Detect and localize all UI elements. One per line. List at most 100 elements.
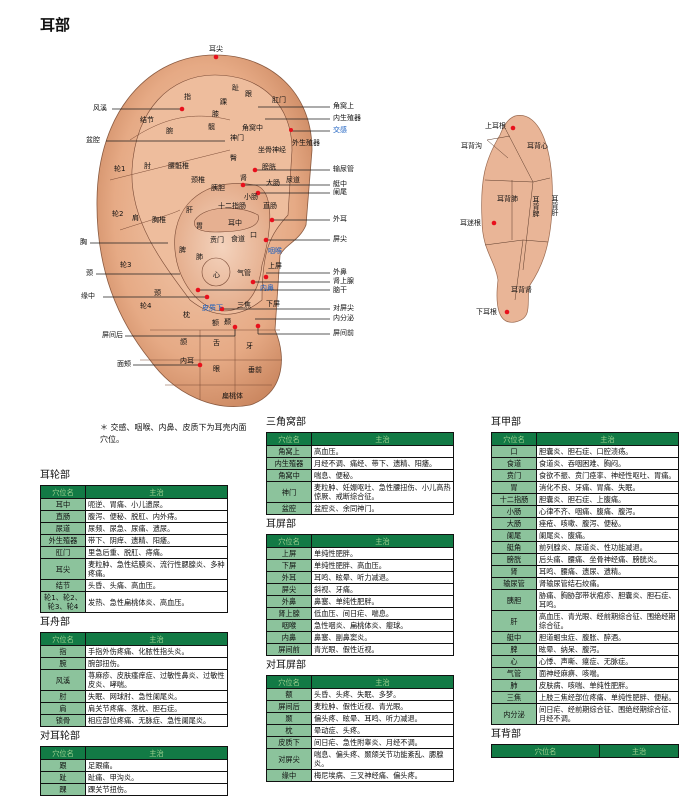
acupoint-name-cell: 腕	[40, 657, 86, 670]
column-right: 耳甲部穴位名主治口胆囊炎、胆石症、口腔溃疡。食道食道炎、吞咽困难、胸闷。贲门食欲…	[490, 413, 679, 758]
indication-cell: 间日疟、经前期综合征、围绝经期综合征、月经不调。	[536, 703, 679, 725]
acupoint-name-cell: 咽喉	[266, 619, 312, 632]
ear-region-label: 坐骨神经	[258, 146, 286, 154]
table-row: 膀胱后头痛、腰痛、坐骨神经痛、膀胱炎。	[491, 553, 679, 566]
table-row: 咽喉急性咽炎、扁桃体炎、瘿球。	[266, 619, 454, 632]
table-row: 结节头昏、头痛、高血压。	[40, 579, 228, 592]
indication-cell: 麦粒肿、假性近视、青光眼。	[311, 700, 454, 713]
ear-region-label: 气管	[237, 269, 251, 277]
callout-label: 肾上腺	[333, 277, 354, 285]
indication-cell: 痤疮、咳嗽、腹泻、便秘。	[536, 517, 679, 530]
table-header: 穴位名主治	[266, 534, 454, 548]
acupoint-name-cell: 对屏尖	[266, 748, 312, 770]
ear-region-label: 髋	[208, 123, 215, 131]
indication-cell: 前列腺炎、尿道炎、性功能减退。	[536, 541, 679, 554]
acupoint-name-cell: 轮1、轮2、轮3、轮4	[40, 591, 86, 613]
callout-label: 外鼻	[333, 268, 347, 276]
indication-cell: 相应部位疼痛、无脉症、急性阑尾炎。	[85, 714, 228, 727]
indication-cell: 鼻塞、单纯性肥胖。	[311, 595, 454, 608]
indication-cell: 腕部扭伤。	[85, 657, 228, 670]
callout-label: 盆腔	[86, 136, 100, 144]
indication-cell: 喘息、偏头疼、颞颌关节功能紊乱、腮腺炎。	[311, 748, 454, 770]
indication-cell: 耳鸣、眩晕、听力减退。	[311, 571, 454, 584]
acupoint-name-cell: 肩	[40, 702, 86, 715]
back-ear-label: 耳背肾	[511, 286, 532, 294]
acupoint-name-cell: 内分泌	[491, 703, 537, 725]
table-row: 对屏尖喘息、偏头疼、颞颌关节功能紊乱、腮腺炎。	[266, 748, 454, 770]
acupoint-name-cell: 输尿管	[491, 577, 537, 590]
table-row: 额头昏、头疼、失眠、多梦。	[266, 688, 454, 701]
acupoint-name-cell: 外生殖器	[40, 534, 86, 547]
ear-region-label: 牙	[246, 342, 253, 350]
table-row: 肘失眠、网球肘、急性阑尾炎。	[40, 690, 228, 703]
column-middle: 三角窝部穴位名主治角窝上高血压。内生殖器月经不调、痛经、带下、遗精、阳痿。角窝中…	[266, 413, 454, 782]
table-header: 穴位名主治	[40, 632, 228, 646]
indication-cell: 头昏、头痛、高血压。	[85, 579, 228, 592]
table-row: 输尿管肾输尿管结石绞痛。	[491, 577, 679, 590]
indication-cell: 后头痛、腰痛、坐骨神经痛、膀胱炎。	[536, 553, 679, 566]
indication-cell: 单纯性肥胖、高血压。	[311, 559, 454, 572]
table-row: 艇中胆道蛔虫症、腹胀、醉酒。	[491, 631, 679, 644]
ear-region-label: 颌	[180, 338, 187, 346]
acupoint-name-cell: 胰胆	[491, 589, 537, 611]
ear-region-label: 肺	[196, 253, 203, 261]
acupoint-name-cell: 三焦	[491, 691, 537, 704]
callout-label: 艇中	[333, 180, 347, 188]
callout-label: 屏间前	[333, 329, 354, 337]
ear-region-label: 肩	[132, 214, 139, 222]
ear-region-label: 外生殖器	[292, 139, 320, 147]
table-row: 脾眩晕、纳呆、腹泻。	[491, 643, 679, 656]
acupoint-name-cell: 屏间前	[266, 643, 312, 656]
column-left: 耳轮部穴位名主治耳中呃逆、胃痛、小儿遗尿。直肠腹泻、便秘、脱肛、内外痔。尿道尿频…	[40, 466, 228, 796]
acupoint-name-cell: 角窝上	[266, 445, 312, 458]
table-row: 阑尾阑尾炎、腹痛。	[491, 529, 679, 542]
indication-cell: 胆道蛔虫症、腹胀、醉酒。	[536, 631, 679, 644]
table-row: 枕晕动症、头疼。	[266, 724, 454, 737]
table-row: 肺皮肤病、咳喘、单纯性肥胖。	[491, 679, 679, 692]
indication-cell: 胆囊炎、胆石症、口腔溃疡。	[536, 445, 679, 458]
acupoint-name-cell: 角窝中	[266, 469, 312, 482]
acupoint-name-cell: 结节	[40, 579, 86, 592]
table-row: 锁骨相应部位疼痛、无脉症、急性阑尾炎。	[40, 714, 228, 727]
indication-cell: 耳鸣、腰痛、遗尿、遗精。	[536, 565, 679, 578]
column-header-indication: 主治	[599, 744, 679, 758]
indication-cell: 消化不良、牙痛、胃痛、失眠。	[536, 481, 679, 494]
footnote: ＊ 交感、咽喉、内鼻、皮质下为耳壳内面穴位。	[100, 423, 247, 444]
table-row: 心心悸、声嘶、癔症、无脉症。	[491, 655, 679, 668]
acupoint-name-cell: 贲门	[491, 469, 537, 482]
table-row: 耳中呃逆、胃痛、小儿遗尿。	[40, 498, 228, 511]
indication-cell: 青光眼、假性近视。	[311, 643, 454, 656]
ear-region-label: 咽喉	[268, 247, 282, 255]
table-row: 直肠腹泻、便秘、脱肛、内外痔。	[40, 510, 228, 523]
back-ear-diagram: 上耳根 耳背沟 耳背心 耳背肺 耳背脾 耳背肝 耳迷根 耳背肾 下耳根	[440, 100, 590, 330]
acupoint-table: 穴位名主治角窝上高血压。内生殖器月经不调、痛经、带下、遗精、阳痿。角窝中喘息、便…	[266, 432, 454, 515]
acupoint-name-cell: 外鼻	[266, 595, 312, 608]
back-ear-label: 下耳根	[476, 308, 497, 316]
indication-cell: 斜视、牙痛。	[311, 583, 454, 596]
ear-region-label: 轮3	[120, 261, 132, 269]
back-ear-label: 耳迷根	[460, 219, 481, 227]
column-header-name: 穴位名	[491, 432, 537, 446]
table-row: 大肠痤疮、咳嗽、腹泻、便秘。	[491, 517, 679, 530]
ear-region-label: 跟	[245, 90, 252, 98]
ear-region-label: 趾	[232, 84, 239, 92]
acupoint-name-cell: 枕	[266, 724, 312, 737]
indication-cell: 低血压、间日疟、喘息。	[311, 607, 454, 620]
column-header-name: 穴位名	[266, 675, 312, 689]
table-row: 屏间后麦粒肿、假性近视、青光眼。	[266, 700, 454, 713]
acupoint-name-cell: 尿道	[40, 522, 86, 535]
table-row: 角窝中喘息、便秘。	[266, 469, 454, 482]
table-row: 内生殖器月经不调、痛经、带下、遗精、阳痿。	[266, 457, 454, 470]
indication-cell: 上肢三焦经部位疼痛、单纯性肥胖、便秘。	[536, 691, 679, 704]
acupoint-table: 穴位名主治耳中呃逆、胃痛、小儿遗尿。直肠腹泻、便秘、脱肛、内外痔。尿道尿频、尿急…	[40, 485, 228, 613]
acupoint-name-cell: 肛门	[40, 546, 86, 559]
column-header-indication: 主治	[311, 432, 454, 446]
acupoint-name-cell: 胃	[491, 481, 537, 494]
indication-cell: 腹泻、便秘、脱肛、内外痔。	[85, 510, 228, 523]
table-row: 肛门里急后重、脱肛、痔痛。	[40, 546, 228, 559]
table-row: 肾上腺低血压、间日疟、喘息。	[266, 607, 454, 620]
ear-region-label: 轮1	[114, 165, 126, 173]
callout-label: 内生殖器	[333, 114, 361, 122]
section-title: 耳舟部	[40, 617, 70, 628]
